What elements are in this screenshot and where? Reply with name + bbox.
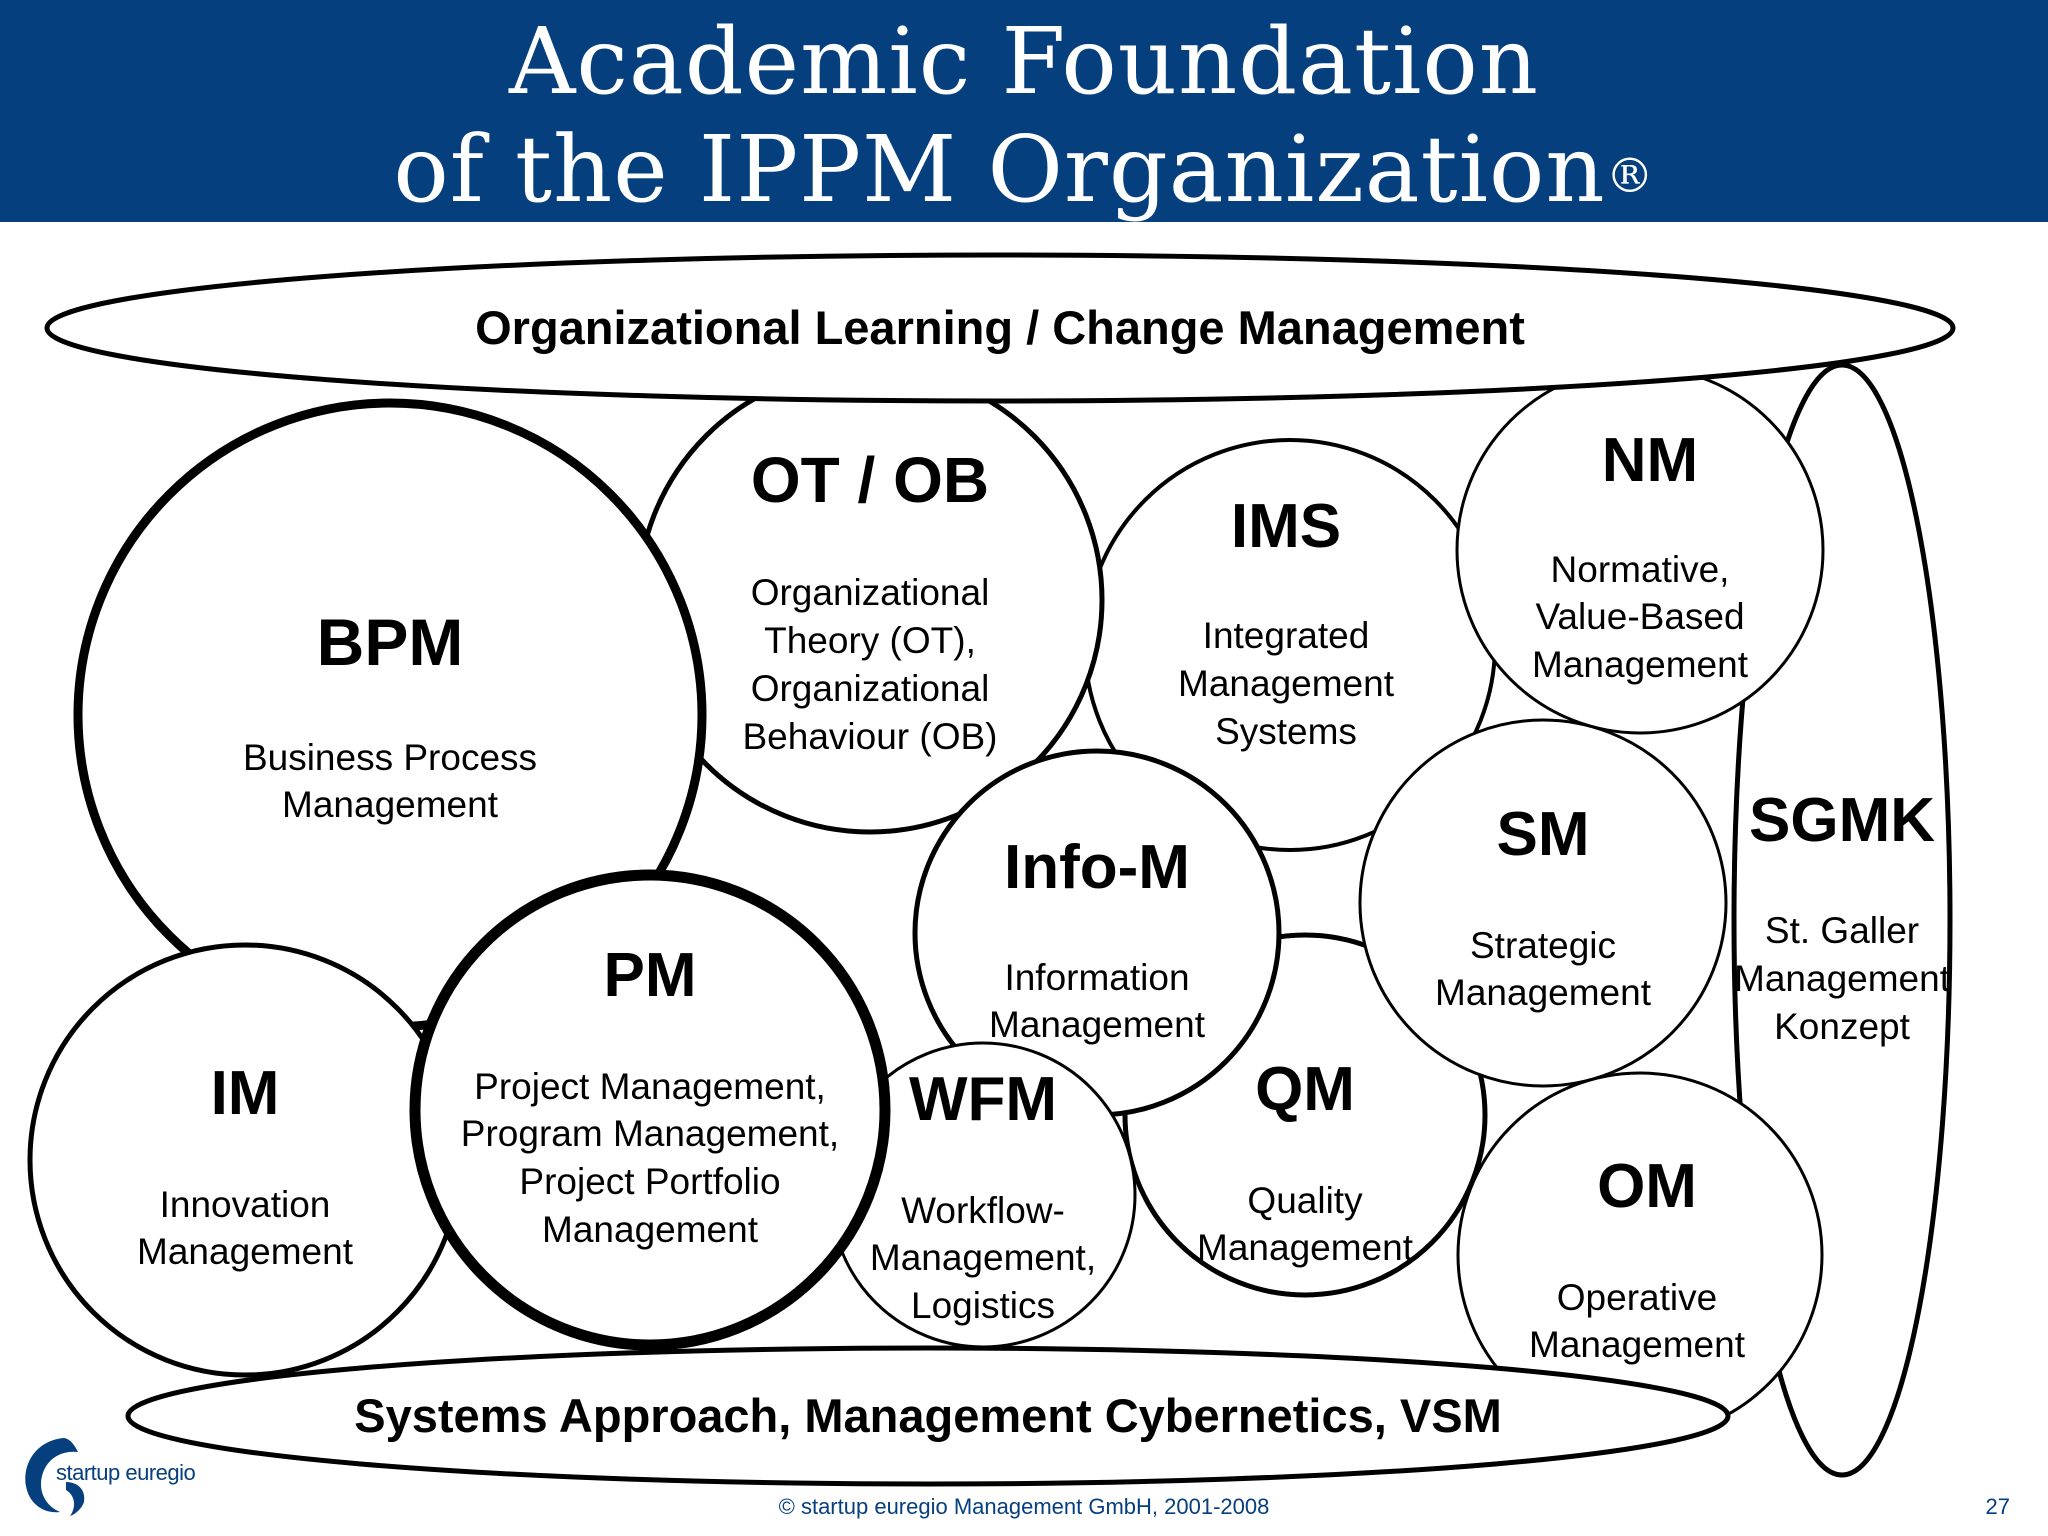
im-desc-2: Management <box>137 1231 354 1272</box>
sm-circle <box>1358 718 1728 1088</box>
im-abbr: IM <box>211 1059 280 1128</box>
sgmk-desc-1: St. Galler <box>1765 910 1919 951</box>
page-title-line2-text: of the IPPM Organization <box>393 116 1606 223</box>
sgmk-abbr: SGMK <box>1749 786 1935 855</box>
otob-desc-3: Organizational <box>751 668 990 709</box>
infom-desc-1: Information <box>1004 957 1189 998</box>
ims-desc-3: Systems <box>1215 711 1357 752</box>
infom-abbr: Info-M <box>1004 833 1190 902</box>
header-banner: Academic Foundation of the IPPM Organiza… <box>0 0 2048 222</box>
qm-abbr: QM <box>1255 1055 1355 1124</box>
wfm-desc-2: Management, <box>870 1237 1096 1278</box>
om-desc-2: Management <box>1529 1324 1746 1365</box>
im-circle <box>27 942 463 1378</box>
pm-desc-4: Management <box>542 1209 759 1250</box>
bottom-band-ellipse <box>125 1345 1731 1487</box>
top-band-label: Organizational Learning / Change Managem… <box>475 301 1525 354</box>
logo-text: startup euregio <box>56 1460 196 1485</box>
logo-swirl-icon <box>25 1438 85 1516</box>
im-desc-1: Innovation <box>160 1184 331 1225</box>
om-abbr: OM <box>1597 1152 1697 1221</box>
page-title-line2: of the IPPM Organization® <box>0 120 2048 220</box>
ims-desc-2: Management <box>1178 663 1395 704</box>
infom-desc-2: Management <box>989 1004 1206 1045</box>
startup-euregio-logo: startup euregio <box>16 1430 216 1520</box>
nm-desc-1: Normative, <box>1551 549 1730 590</box>
om-desc-1: Operative <box>1557 1277 1717 1318</box>
bpm-abbr: BPM <box>317 605 464 679</box>
qm-desc-1: Quality <box>1247 1180 1363 1221</box>
nm-desc-2: Value-Based <box>1535 596 1744 637</box>
qm-desc-2: Management <box>1197 1227 1414 1268</box>
otob-desc-4: Behaviour (OB) <box>743 716 998 757</box>
registered-mark: ® <box>1605 148 1655 204</box>
sm-desc-1: Strategic <box>1470 925 1616 966</box>
sgmk-desc-2: Management <box>1734 958 1951 999</box>
bpm-desc-1: Business Process <box>243 737 537 778</box>
sm-abbr: SM <box>1497 800 1590 869</box>
wfm-abbr: WFM <box>909 1065 1057 1134</box>
ims-desc-1: Integrated <box>1203 615 1370 656</box>
wfm-desc-3: Logistics <box>911 1285 1055 1326</box>
wfm-desc-1: Workflow- <box>901 1190 1065 1231</box>
ims-abbr: IMS <box>1231 492 1341 561</box>
copyright-footer: © startup euregio Management GmbH, 2001-… <box>778 1494 1270 1519</box>
page-title-line1: Academic Foundation <box>508 8 1540 115</box>
otob-abbr: OT / OB <box>751 444 989 516</box>
nm-abbr: NM <box>1602 426 1698 495</box>
nm-desc-3: Management <box>1532 644 1749 685</box>
bottom-band-label: Systems Approach, Management Cybernetics… <box>354 1389 1501 1442</box>
otob-desc-1: Organizational <box>751 572 990 613</box>
otob-desc-2: Theory (OT), <box>764 620 976 661</box>
page-number: 27 <box>1985 1494 2010 1519</box>
pm-desc-2: Program Management, <box>461 1113 839 1154</box>
bpm-desc-2: Management <box>282 784 499 825</box>
pm-circle <box>409 869 891 1351</box>
pm-desc-1: Project Management, <box>474 1066 826 1107</box>
sm-desc-2: Management <box>1435 972 1652 1013</box>
pm-abbr: PM <box>604 941 697 1010</box>
top-band-ellipse <box>44 252 1956 404</box>
pm-desc-3: Project Portfolio <box>519 1161 780 1202</box>
sgmk-desc-3: Konzept <box>1774 1006 1910 1047</box>
